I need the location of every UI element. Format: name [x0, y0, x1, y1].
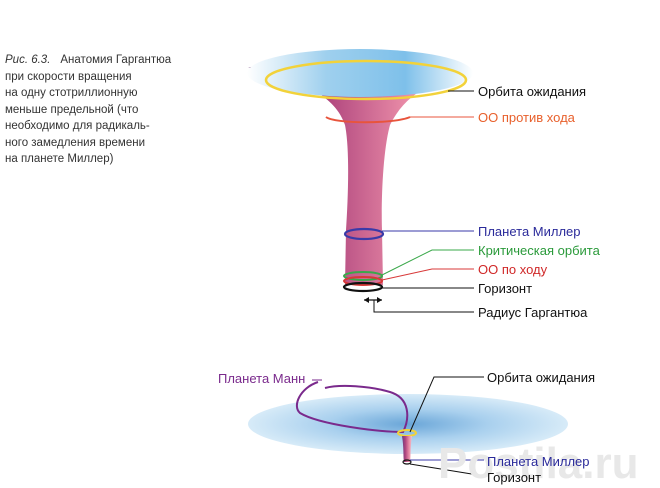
leader-lines-bottom: [312, 376, 485, 477]
figure-caption: Рис. 6.3. Анатомия Гаргантюа при скорости…: [5, 52, 190, 168]
label-critical-orbit: Критическая орбита: [478, 243, 601, 258]
funnel-body: [248, 67, 472, 285]
accretion-plane: [248, 381, 568, 465]
caption-line-2: при скорости вращения: [5, 70, 132, 83]
caption-line-5: необходимо для радикаль-: [5, 120, 150, 132]
label-waiting-orbit: Орбита ожидания: [478, 84, 586, 99]
leader-horizon-2: [409, 463, 485, 477]
prograde-orbit-ring: [343, 276, 383, 286]
funnel: [247, 49, 473, 293]
label-horizon: Горизонт: [478, 281, 532, 296]
watermark-text: Postila.ru: [438, 439, 639, 488]
waiting-orbit-ring: [264, 59, 468, 101]
small-funnel: [402, 436, 412, 462]
caption-line-3: на одну стотриллионную: [5, 87, 138, 99]
label-mann-planet: Планета Манн: [218, 371, 305, 386]
leader-prograde: [381, 268, 474, 281]
mann-orbit-loop: [295, 381, 409, 434]
caption-line-7: на планете Миллер): [5, 153, 114, 165]
leader-critical: [381, 249, 474, 276]
caption-line-4: меньше предельной (что: [5, 103, 139, 116]
disk: [248, 394, 568, 454]
label-miller-planet-2: Планета Миллер: [487, 454, 590, 469]
counter-orbit-ring: [325, 116, 411, 124]
figure-number: Рис. 6.3.: [5, 54, 51, 66]
radius-arrow-head-right: [377, 297, 382, 303]
label-waiting-orbit-2: Орбита ожидания: [487, 370, 595, 385]
label-gargantua-radius: Радиус Гаргантюа: [478, 305, 588, 320]
caption-line-6: ного замедления времени: [5, 136, 145, 149]
caption-line-1: Анатомия Гаргантюа: [60, 54, 172, 66]
leader-radius: [373, 300, 474, 313]
miller-orbit-ring: [343, 227, 385, 241]
label-counter-orbit: ОО против хода: [478, 110, 576, 125]
leader-lines-top: [364, 90, 474, 313]
small-horizon: [402, 459, 412, 465]
critical-orbit-ring: [343, 271, 383, 281]
label-prograde-orbit: ОО по ходу: [478, 262, 548, 277]
radius-arrow-head-left: [364, 297, 369, 303]
horizon-ring: [342, 281, 384, 293]
leader-waiting-orbit-2: [409, 376, 484, 433]
funnel-mouth: [247, 49, 473, 97]
label-horizon-2: Горизонт: [487, 470, 541, 485]
label-miller-planet: Планета Миллер: [478, 224, 581, 239]
